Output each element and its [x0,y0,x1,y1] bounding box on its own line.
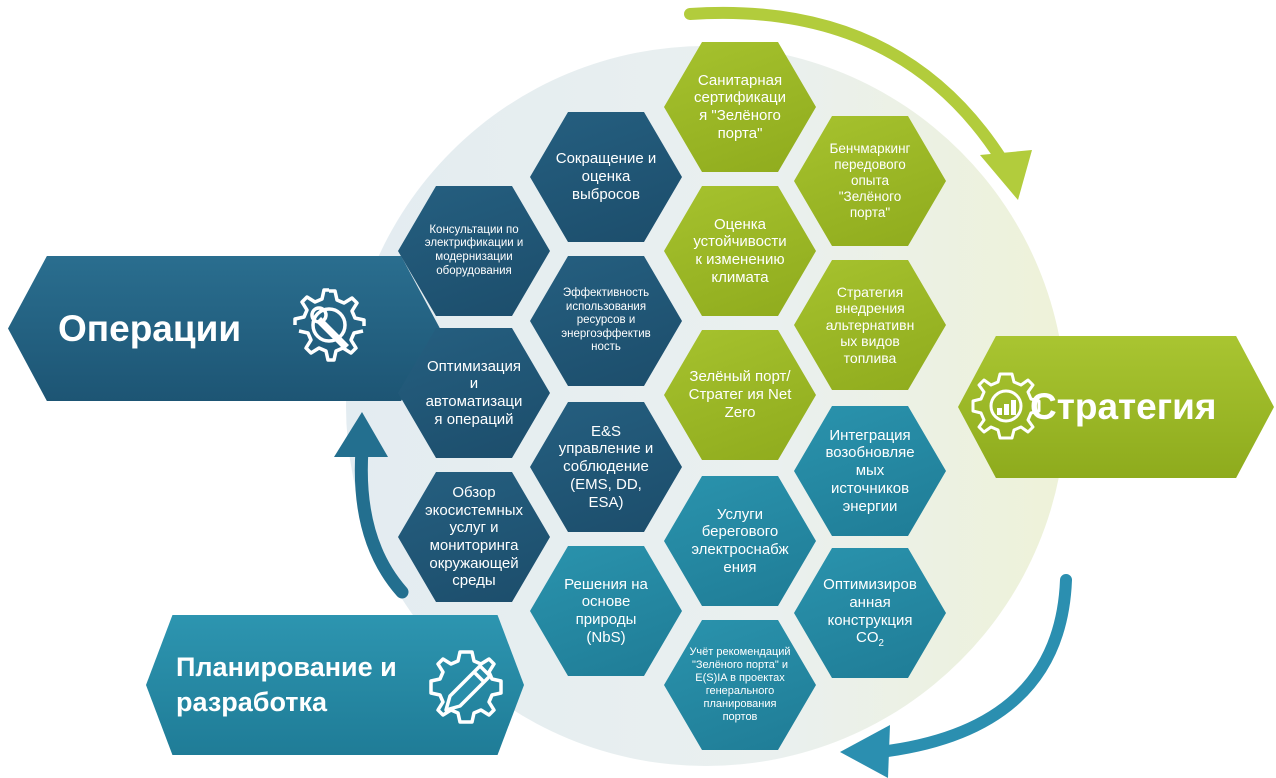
gear-chart-icon [971,372,1041,440]
gear-wrench-icon [293,288,366,362]
planning-label-line1: Планирование и [176,651,397,682]
hex-master-plan-text: Учёт рекомендаций "Зелёного порта" и E(S… [689,646,791,723]
hex-net-zero-text: Зелёный порт/Стратег ия Net Zero [688,368,792,421]
planning-label-line2: разработка [176,687,328,717]
hex-ecosystem-text: Обзор экосистемных услуг и мониторинга о… [424,483,524,590]
hex-optimization-text: Оптимизация и автоматизаци я операций [425,357,523,428]
hex-nbs-text: Решения на основе природы (NbS) [564,575,648,646]
hex-resource-efficiency-text: Эффективность использования ресурсов и э… [561,287,651,354]
hex-resilience-text: Оценка устойчивости к изменению климата [693,215,787,286]
hex-renewables-text: Интеграция возобновляе мых источников эн… [825,426,915,515]
top-right-arrowhead [980,150,1032,200]
hex-shore-power-text: Услуги берегового электроснабж ения [691,505,789,576]
operations-label: Операции [58,307,242,349]
hex-co2-design-main: Оптимизиров анная конструкция CO [823,576,917,647]
left-arrow [354,443,409,599]
hex-electrification-text: Консультации по электрификации и модерни… [424,223,524,277]
hex-alt-fuels-text: Стратегия внедрения альтернативн ых видо… [825,283,915,366]
operations-banner: Операции [8,256,440,401]
hex-es-management-text: E&S управление и соблюдение (EMS, DD, ES… [558,422,654,511]
bottom-right-arrow [874,574,1072,758]
hex-co2-design-text: Оптимизиров анная конструкция CO2 [818,576,922,650]
gear-pencil-icon [429,650,503,724]
strategy-label: Стратегия [1030,386,1217,427]
strategy-banner: Стратегия [958,336,1274,478]
hex-co2-design-sub: 2 [878,638,884,650]
left-arrowhead [334,412,388,457]
hex-emissions-text: Сокращение и оценка выбросов [555,150,657,203]
bottom-right-arrowhead [840,725,890,778]
top-right-arrow [684,6,1008,166]
hex-sanitary-text: Санитарная сертификаци я "Зелёного порта… [693,71,787,142]
hex-benchmarking-text: Бенчмаркинг передового опыта "Зелёного п… [829,141,911,220]
